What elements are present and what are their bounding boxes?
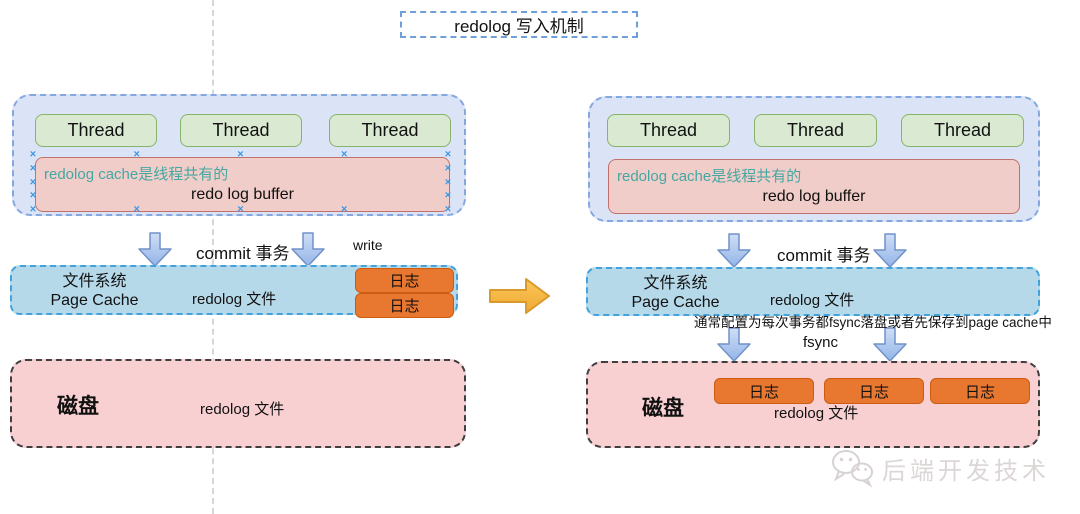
fsync-config-note: 通常配置为每次事务都fsync落盘或者先保存到page cache中: [694, 315, 1052, 330]
fs-line2: Page Cache: [631, 294, 720, 311]
log-label: 日志: [389, 273, 420, 290]
right-redolog-file-label: redolog 文件: [770, 292, 855, 309]
down-arrow: [717, 233, 751, 268]
right-filesystem-label: 文件系统 Page Cache: [608, 274, 743, 312]
log-block: 日志: [355, 293, 454, 318]
fs-line1: 文件系统: [62, 273, 127, 290]
left-page-cache-box: 文件系统 Page Cache redolog 文件 日志 日志: [10, 265, 458, 318]
buffer-label: redo log buffer: [191, 186, 294, 203]
log-block: 日志: [824, 378, 924, 404]
left-disk-box: 磁盘 redolog 文件: [10, 359, 466, 448]
left-disk-label: 磁盘: [57, 395, 99, 418]
buffer-note: redolog cache是线程共有的: [617, 168, 802, 185]
thread-label: Thread: [212, 120, 270, 140]
right-disk-file-label: redolog 文件: [774, 405, 859, 422]
left-disk-file-label: redolog 文件: [200, 401, 285, 418]
log-label: 日志: [964, 383, 995, 401]
thread-label: Thread: [639, 120, 698, 140]
down-arrow: [291, 232, 325, 267]
right-page-cache-box: 文件系统 Page Cache redolog 文件: [586, 267, 1040, 316]
watermark: 后端开发技术: [830, 448, 1050, 488]
down-arrow: [138, 232, 172, 267]
right-commit-label: commit 事务: [777, 246, 871, 265]
guide-dashed-line: [212, 0, 214, 514]
thread-label: Thread: [786, 120, 845, 140]
transition-right-arrow: [489, 278, 550, 314]
left-thread-3: Thread: [329, 114, 451, 147]
diagram-title: redolog 写入机制: [400, 11, 638, 38]
log-block: 日志: [714, 378, 814, 404]
log-label: 日志: [389, 298, 420, 315]
fs-line2: Page Cache: [50, 292, 139, 309]
left-redo-log-buffer: redolog cache是线程共有的 redo log buffer: [35, 157, 450, 212]
wechat-icon: [832, 450, 873, 488]
left-write-label: write: [353, 237, 383, 253]
buffer-note: redolog cache是线程共有的: [44, 166, 229, 183]
log-block: 日志: [930, 378, 1030, 404]
right-thread-container: Thread Thread Thread redolog cache是线程共有的…: [588, 96, 1040, 222]
right-redo-log-buffer: redolog cache是线程共有的 redo log buffer: [608, 159, 1020, 214]
log-label: 日志: [748, 383, 779, 401]
thread-label: Thread: [67, 120, 125, 140]
log-label: 日志: [858, 383, 889, 401]
fs-line1: 文件系统: [643, 275, 708, 292]
fsync-label: fsync: [803, 334, 839, 351]
right-thread-2: Thread: [754, 114, 877, 147]
right-disk-box: 磁盘 日志 日志 日志 redolog 文件: [586, 361, 1040, 448]
down-arrow: [873, 233, 907, 268]
left-thread-1: Thread: [35, 114, 157, 147]
thread-label: Thread: [361, 120, 419, 140]
right-thread-3: Thread: [901, 114, 1024, 147]
left-redolog-file-label: redolog 文件: [192, 291, 277, 308]
down-arrow: [717, 327, 751, 362]
left-filesystem-label: 文件系统 Page Cache: [27, 272, 162, 310]
watermark-text: 后端开发技术: [882, 457, 1050, 485]
log-block: 日志: [355, 268, 454, 293]
down-arrow: [873, 327, 907, 362]
diagram-title-text: redolog 写入机制: [454, 17, 584, 36]
right-thread-1: Thread: [607, 114, 730, 147]
thread-label: Thread: [933, 120, 992, 140]
buffer-label: redo log buffer: [762, 188, 866, 205]
left-thread-container: Thread Thread Thread redolog cache是线程共有的…: [12, 94, 466, 216]
right-disk-label: 磁盘: [642, 397, 684, 420]
left-thread-2: Thread: [180, 114, 302, 147]
left-commit-label: commit 事务: [196, 244, 290, 263]
